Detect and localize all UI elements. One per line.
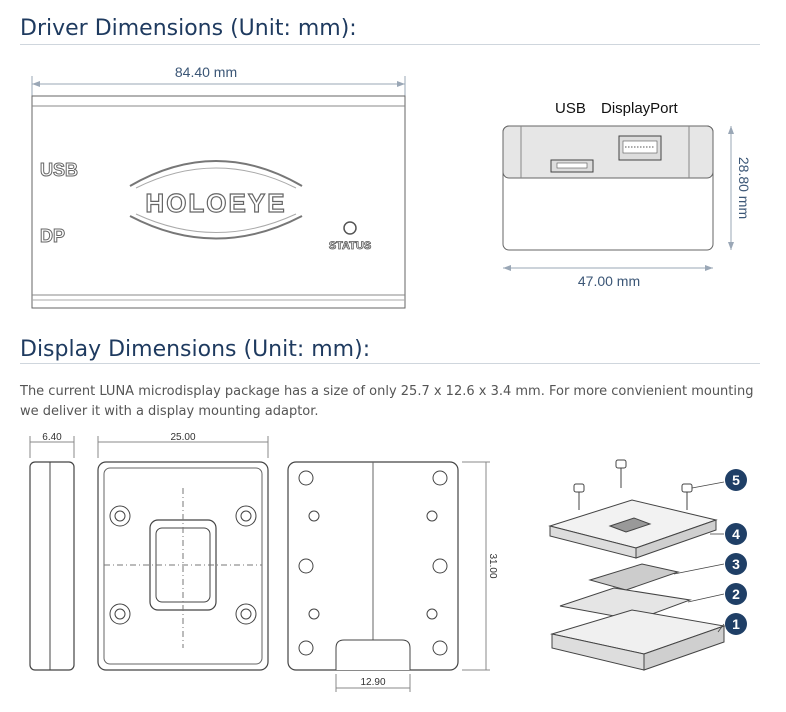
- callout-2: 2: [725, 583, 747, 605]
- exploded-assembly-view: 5 4 3 2 1: [548, 459, 747, 671]
- side-thickness-label: 6.40: [42, 432, 62, 443]
- usb-port-label: USB: [40, 160, 78, 180]
- dp-port-label: DP: [40, 226, 65, 246]
- front-width-label: 25.00: [170, 432, 195, 443]
- callout-5: 5: [725, 469, 747, 491]
- callout-4: 4: [725, 523, 747, 545]
- driver-width-label: 84.40 mm: [175, 64, 237, 80]
- heading-divider: [20, 44, 760, 45]
- svg-text:5: 5: [732, 472, 740, 488]
- display-dimensions-heading: Display Dimensions (Unit: mm):: [20, 337, 371, 362]
- side-usb-label: USB: [555, 100, 586, 117]
- adaptor-height-label: 31.00: [487, 553, 498, 578]
- svg-text:1: 1: [732, 616, 740, 632]
- status-label: STATUS: [329, 240, 371, 252]
- status-led: [343, 221, 357, 235]
- svg-text:2: 2: [732, 586, 740, 602]
- display-description: The current LUNA microdisplay package ha…: [20, 384, 754, 419]
- callout-3: 3: [725, 553, 747, 575]
- adaptor-drawing: 12.90 31.00: [287, 461, 498, 692]
- display-front-drawing: 25.00: [97, 432, 269, 671]
- driver-depth-label: 47.00 mm: [578, 273, 640, 289]
- driver-front-drawing: 84.40 mm USB DP HOLOEYE STATUS: [31, 64, 406, 309]
- driver-side-drawing: USB DisplayPort 28.80 mm 47.00 mm: [502, 100, 752, 289]
- driver-height-label: 28.80 mm: [736, 157, 752, 219]
- notch-width-label: 12.90: [360, 677, 385, 688]
- driver-dimensions-heading: Driver Dimensions (Unit: mm):: [20, 16, 357, 41]
- holoeye-logo: HOLOEYE: [145, 188, 286, 218]
- callout-1: 1: [725, 613, 747, 635]
- svg-text:3: 3: [732, 556, 740, 572]
- heading-divider: [20, 363, 760, 364]
- side-displayport-label: DisplayPort: [601, 100, 679, 117]
- display-side-drawing: 6.40: [29, 432, 75, 671]
- svg-text:4: 4: [732, 526, 740, 542]
